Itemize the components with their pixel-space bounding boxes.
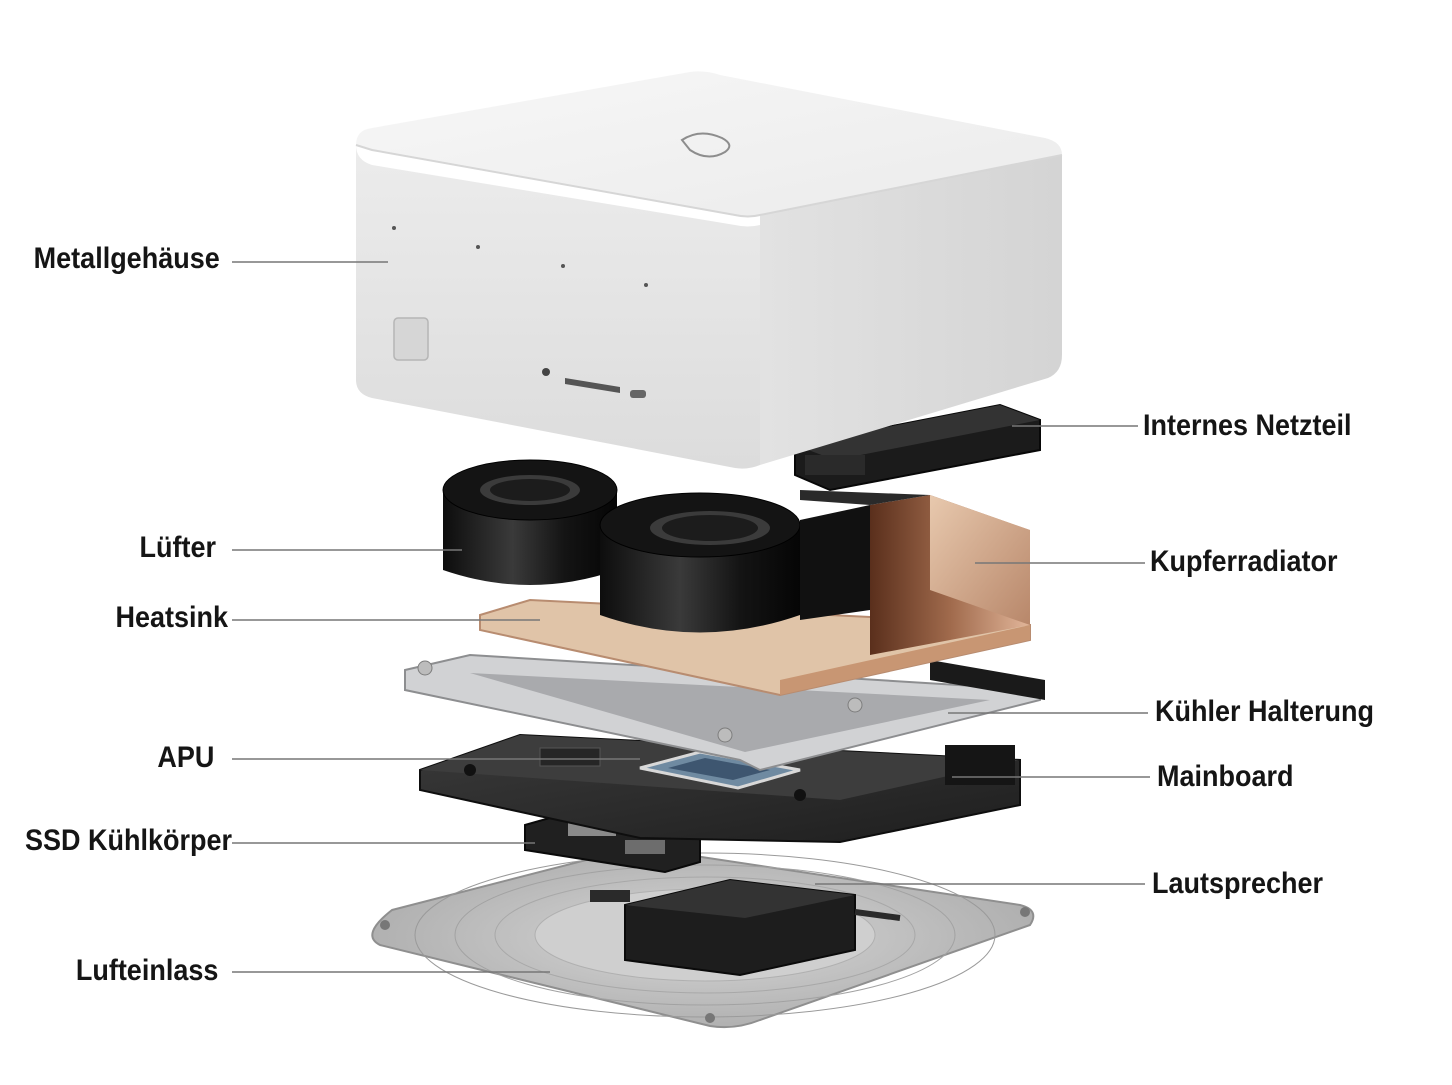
brand-logo-icon xyxy=(680,132,731,158)
apu-chip xyxy=(639,750,801,790)
label-apu: APU xyxy=(156,741,214,774)
label-metallgehaeuse: Metallgehäuse xyxy=(33,242,220,275)
fans xyxy=(442,459,870,633)
cooler-bracket xyxy=(404,653,1045,772)
label-heatsink: Heatsink xyxy=(115,601,228,634)
speaker-module xyxy=(590,878,901,977)
label-ssd-kuehlkoerper: SSD Kühlkörper xyxy=(24,824,232,857)
label-lufteinlass: Lufteinlass xyxy=(75,954,218,987)
label-mainboard: Mainboard xyxy=(1157,760,1294,793)
label-luefter: Lüfter xyxy=(139,531,217,564)
label-lautsprecher: Lautsprecher xyxy=(1152,867,1324,900)
card-slot-icon xyxy=(565,378,620,393)
usb-c-port-icon xyxy=(630,390,646,398)
power-button-icon xyxy=(393,317,429,361)
label-internes-netzteil: Internes Netzteil xyxy=(1143,409,1352,442)
metal-case xyxy=(355,71,1063,469)
leader-lines xyxy=(232,261,1150,973)
internal-psu xyxy=(794,403,1041,492)
label-kuehler-halterung: Kühler Halterung xyxy=(1155,695,1375,728)
copper-heatsink xyxy=(479,490,1031,697)
label-kupferradiator: Kupferradiator xyxy=(1150,545,1338,578)
audio-jack-icon xyxy=(542,368,550,376)
